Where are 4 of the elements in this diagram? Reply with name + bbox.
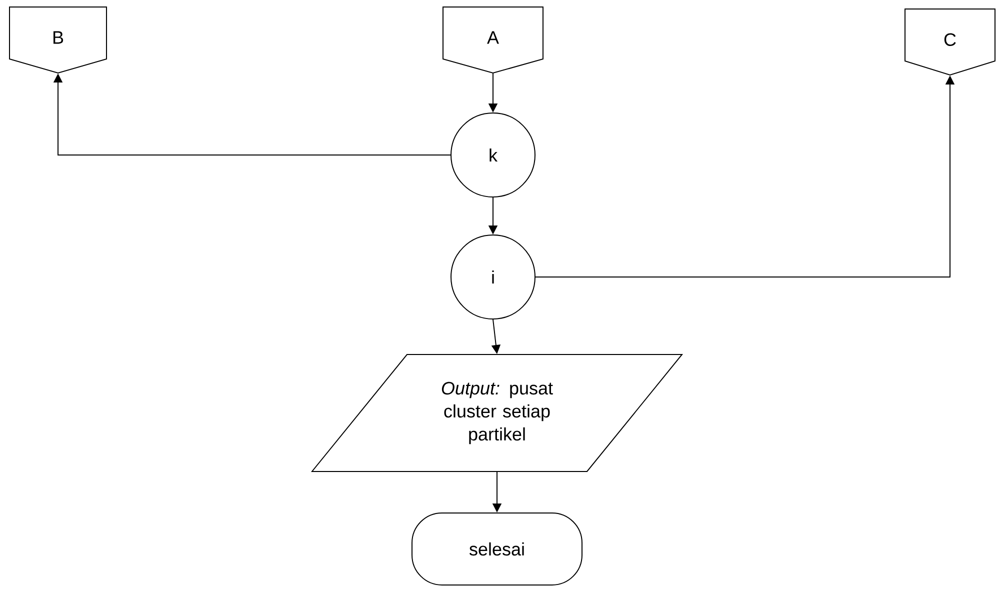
terminator-box: selesai <box>412 512 582 586</box>
off-page-connector: C <box>904 8 996 76</box>
off-page-connector: B <box>9 6 107 74</box>
off-page-connector: A <box>442 6 544 74</box>
